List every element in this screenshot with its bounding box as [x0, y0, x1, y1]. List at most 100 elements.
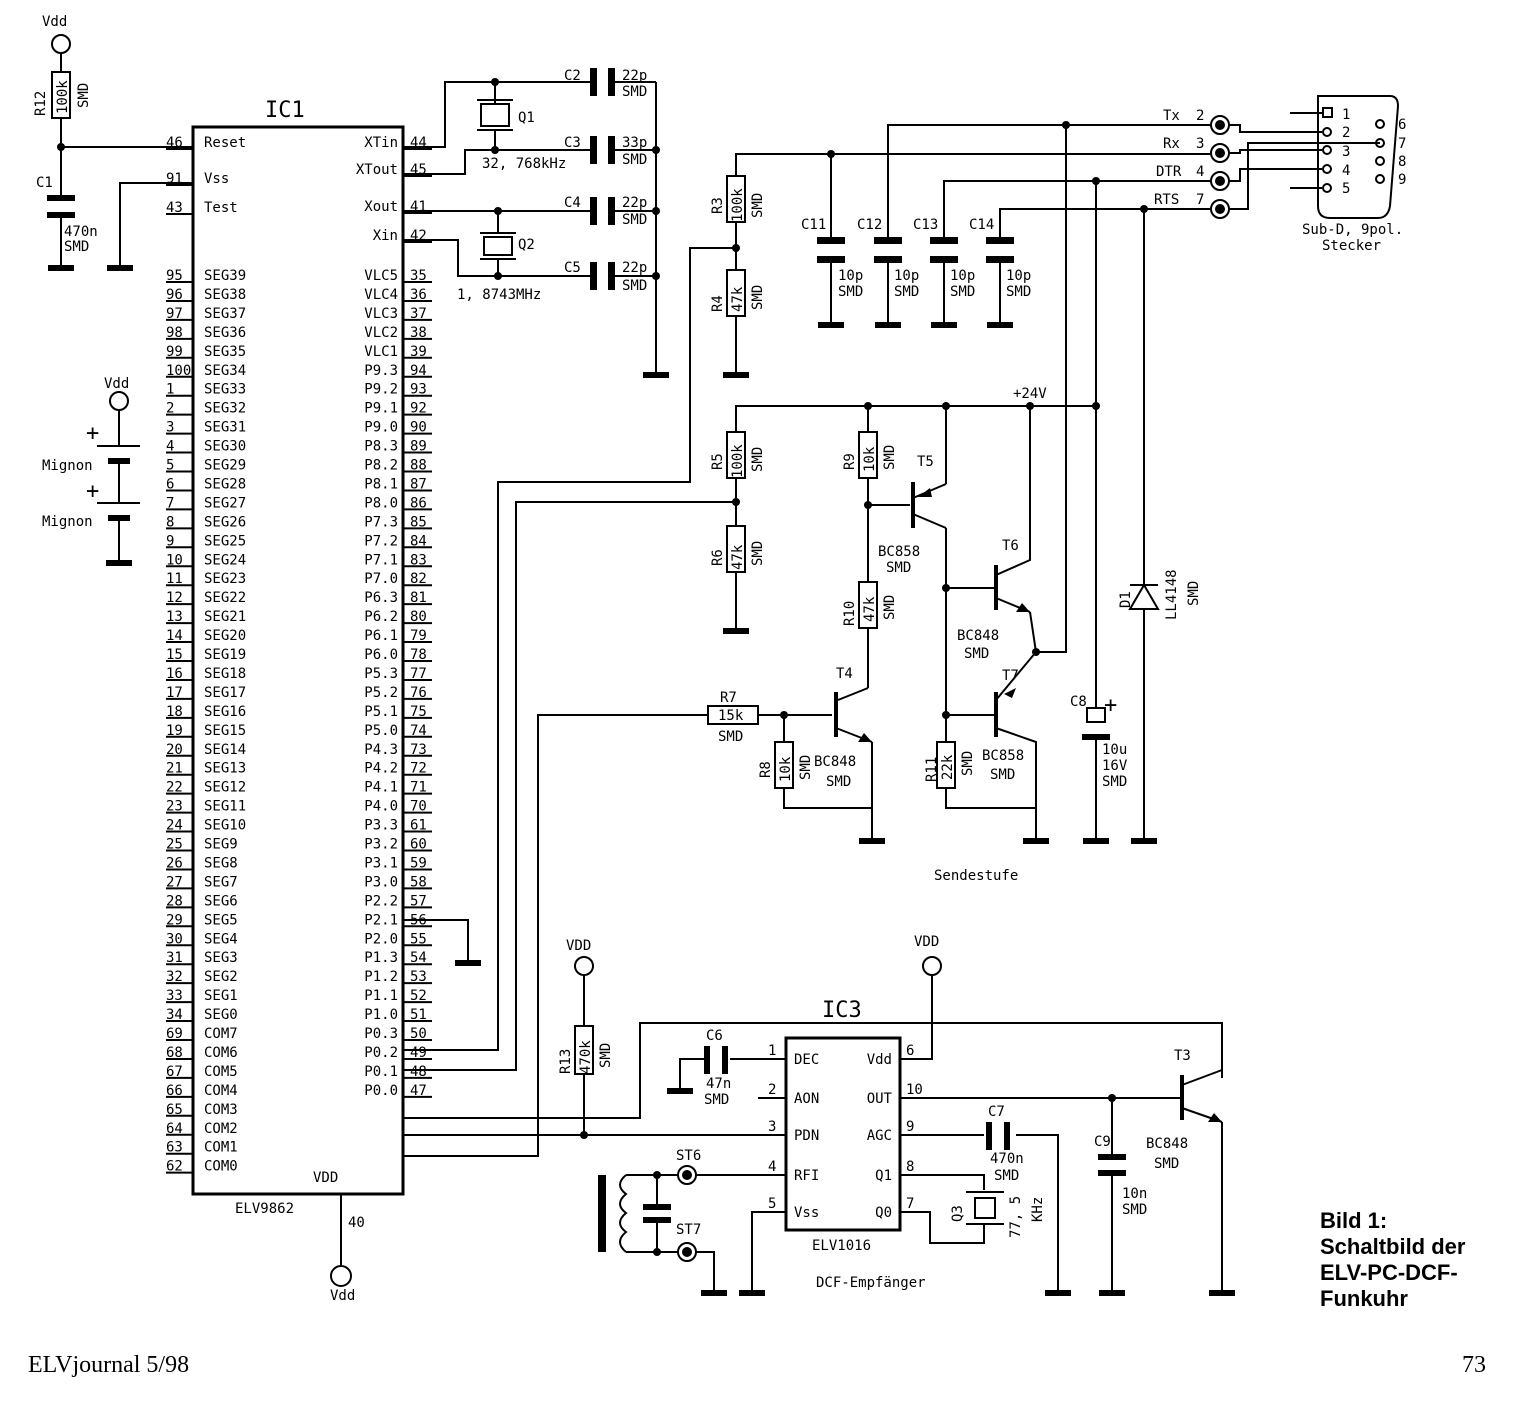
ic3-pin-label: RFI — [794, 1168, 819, 1184]
t7-pkg: SMD — [990, 767, 1015, 783]
c9-ref: C9 — [1094, 1134, 1111, 1150]
c11-ref: C11 — [801, 217, 826, 233]
c3-ref: C3 — [564, 135, 581, 151]
battery-plus-1: + — [86, 421, 99, 446]
r9-value: 10k — [862, 446, 878, 472]
ic1-pin-number: 85 — [410, 514, 427, 530]
ic3-name: IC3 — [822, 998, 862, 1023]
dtr-pin: 4 — [1196, 164, 1204, 180]
ic1-pin-number: 11 — [166, 571, 183, 587]
rts-name: RTS — [1154, 192, 1179, 208]
ic1-pin-number: 31 — [166, 950, 183, 966]
r10-ref: R10 — [842, 601, 858, 626]
r4-pkg: SMD — [750, 285, 766, 310]
ic3-pin-number: 10 — [906, 1082, 923, 1098]
ic1-pin-label: P1.3 — [364, 950, 398, 966]
ic1-pin-label: P8.2 — [364, 458, 398, 474]
c3-value: 33p — [622, 135, 647, 151]
ic3-pin-number: 7 — [906, 1196, 914, 1212]
ic1-pin-number: 82 — [410, 571, 427, 587]
capacitor-symbol — [817, 237, 845, 328]
ic1-pin-number: 80 — [410, 609, 427, 625]
ic1-pin-number: 50 — [410, 1026, 427, 1042]
ic1-pin-number: 61 — [410, 818, 427, 834]
c11-pkg: SMD — [838, 284, 863, 300]
ic3-pin-number: 8 — [906, 1159, 914, 1175]
st6-label: ST6 — [676, 1148, 701, 1164]
ic1-pin-label: P0.2 — [364, 1045, 398, 1061]
capacitor-symbol — [874, 237, 902, 328]
t4-ref: T4 — [836, 666, 853, 682]
ic3-pin-number: 1 — [768, 1043, 776, 1059]
ic1-pin-label: P5.2 — [364, 685, 398, 701]
ic1-pin-number: 30 — [166, 931, 183, 947]
ic1-pin-label: P0.1 — [364, 1064, 398, 1080]
ic1-pin-number: 75 — [410, 704, 427, 720]
ic1-pin-label: SEG27 — [204, 495, 246, 511]
r11-ref: R11 — [924, 757, 940, 782]
ic1-pin-label: P7.1 — [364, 552, 398, 568]
q3-unit: KHz — [1030, 1197, 1046, 1222]
ic1-pin-label: P6.3 — [364, 590, 398, 606]
c7-value: 470n — [990, 1151, 1024, 1167]
t7-type: BC858 — [982, 748, 1024, 764]
ic1-pin-label: VLC4 — [364, 287, 398, 303]
ic1-pin-label: VLC5 — [364, 268, 398, 284]
connector-name-2: Stecker — [1322, 238, 1381, 254]
ic1-pin-number: 60 — [410, 837, 427, 853]
r5-value: 100k — [730, 444, 746, 478]
ic1-pin-number: 78 — [410, 647, 427, 663]
c8-voltage: 16V — [1102, 758, 1128, 774]
ic1-pin-label: SEG35 — [204, 344, 246, 360]
ic1-pin-number: 34 — [166, 1007, 183, 1023]
ic1-pin-label: SEG26 — [204, 514, 246, 530]
ic1-pin-number: 84 — [410, 533, 427, 549]
vdd-battery: Vdd — [104, 376, 129, 392]
ic1-pin-label: SEG0 — [204, 1007, 238, 1023]
r12-value: 100k — [55, 80, 71, 114]
ic3-part: ELV1016 — [812, 1238, 871, 1254]
ic1-part: ELV9862 — [235, 1201, 294, 1217]
tx-name: Tx — [1163, 108, 1180, 124]
q3-ref: Q3 — [950, 1205, 966, 1222]
ic1-right-pin: 80 P6.2 — [364, 609, 432, 625]
r6-pkg: SMD — [750, 541, 766, 566]
t5-ref: T5 — [917, 454, 934, 470]
ic1-pin-label: COM5 — [204, 1064, 238, 1080]
ic3-pin-number: 6 — [906, 1043, 914, 1059]
ic1-pin-label: SEG8 — [204, 855, 238, 871]
c2-ref: C2 — [564, 68, 581, 84]
conn-pin-2: 2 — [1342, 125, 1350, 141]
ic1-pin-number: 14 — [166, 628, 183, 644]
ic1-pin-label: P9.2 — [364, 382, 398, 398]
ic1-pin-label: P7.0 — [364, 571, 398, 587]
ic1-pin-label: SEG11 — [204, 799, 246, 815]
ic1-pin-label: P6.2 — [364, 609, 398, 625]
ic1-pin-number: 43 — [166, 200, 183, 216]
ic1-pin-label: P3.3 — [364, 818, 398, 834]
t4-type: BC848 — [814, 754, 856, 770]
ic1-pin-number: 96 — [166, 287, 183, 303]
ic1-pin-number: 79 — [410, 628, 427, 644]
c5-pkg: SMD — [622, 278, 647, 294]
